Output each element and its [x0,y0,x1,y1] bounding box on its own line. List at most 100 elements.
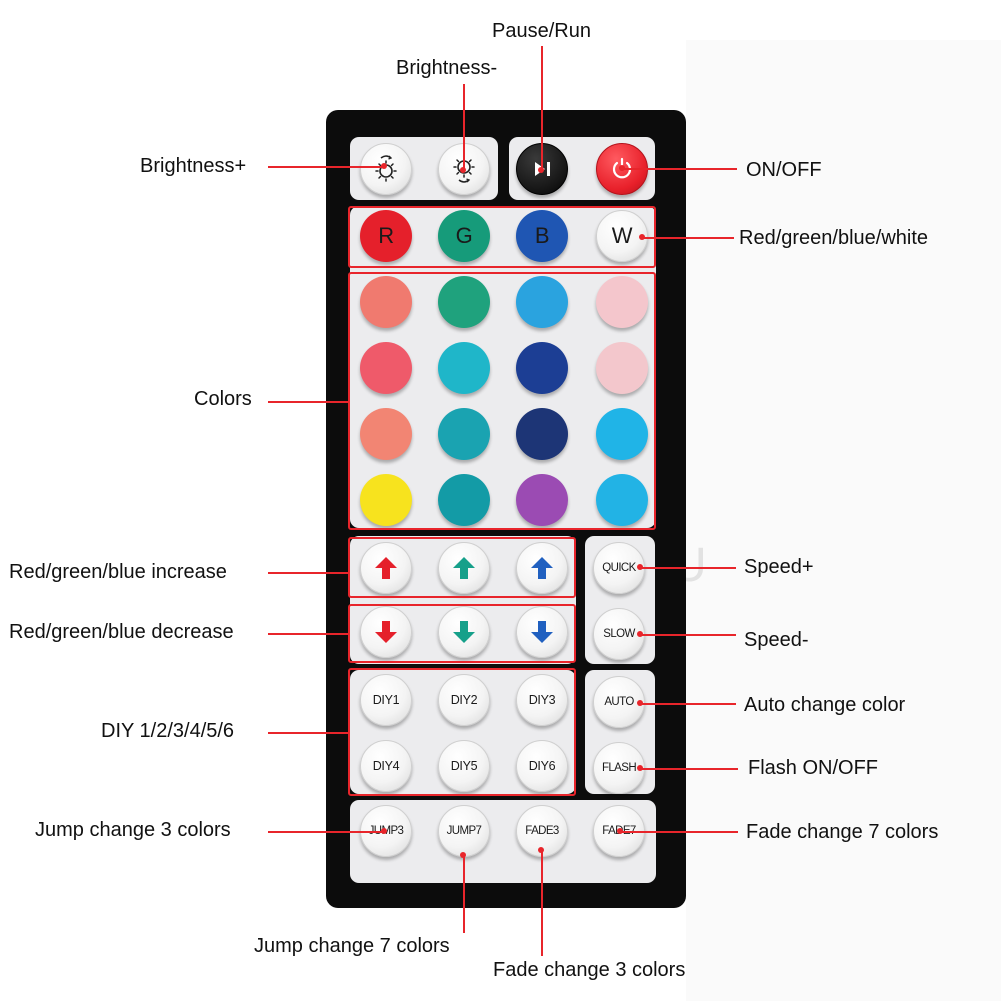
connector-rgbw [642,237,734,239]
label-colors: Colors [194,388,252,410]
connector-brightness-down [463,84,465,170]
connector-dot [637,564,643,570]
arrow-down-icon [375,621,397,643]
connector-flash [640,768,738,770]
color-button-14[interactable] [438,474,490,526]
color-button-13[interactable] [360,474,412,526]
diy2-button[interactable]: DIY2 [438,674,490,726]
increase-highlight-box [348,537,576,598]
color-button-4[interactable] [596,276,648,328]
blue-increase-button[interactable] [516,542,568,594]
connector-dot [619,165,625,171]
diy4-button[interactable]: DIY4 [360,740,412,792]
connector-diy [268,732,350,734]
connector-dot [617,828,623,834]
color-button-6[interactable] [438,342,490,394]
arrow-up-icon [375,557,397,579]
label-jump7: Jump change 7 colors [254,935,450,957]
red-button[interactable]: R [360,210,412,262]
connector-decrease [268,633,350,635]
color-button-5[interactable] [360,342,412,394]
quick-button[interactable]: QUICK [593,542,645,594]
color-button-3[interactable] [516,276,568,328]
red-decrease-button[interactable] [360,606,412,658]
diy5-button[interactable]: DIY5 [438,740,490,792]
label-rgbw: Red/green/blue/white [739,227,929,249]
arrow-up-icon [453,557,475,579]
diy6-button[interactable]: DIY6 [516,740,568,792]
color-button-2[interactable] [438,276,490,328]
diy-highlight-box [348,668,576,796]
color-button-8[interactable] [596,342,648,394]
diy1-button[interactable]: DIY1 [360,674,412,726]
connector-dot [637,631,643,637]
connector-dot [538,167,544,173]
connector-colors [268,401,350,403]
label-on-off: ON/OFF [746,159,822,181]
label-rgb-increase: Red/green/blue increase [9,561,227,583]
connector-dot [637,765,643,771]
sun-up-icon [375,155,397,182]
connector-dot [460,167,466,173]
color-button-11[interactable] [516,408,568,460]
diy3-button[interactable]: DIY3 [516,674,568,726]
label-brightness-up: Brightness+ [140,155,247,177]
connector-auto [640,703,736,705]
blue-decrease-button[interactable] [516,606,568,658]
connector-jump7 [463,855,465,933]
colors-highlight-box [348,272,656,530]
label-rgb-decrease: Red/green/blue decrease [9,621,234,643]
blue-button[interactable]: B [516,210,568,262]
connector-brightness-up [268,166,384,168]
flash-button[interactable]: FLASH [593,742,645,794]
connector-dot [538,847,544,853]
label-speed-down: Speed- [744,629,809,651]
connector-fade7 [620,831,738,833]
background-panel [686,40,1001,1001]
connector-increase [268,572,350,574]
arrow-up-icon [531,557,553,579]
green-button[interactable]: G [438,210,490,262]
color-button-15[interactable] [516,474,568,526]
decrease-highlight-box [348,604,576,663]
arrow-down-icon [453,621,475,643]
green-increase-button[interactable] [438,542,490,594]
label-speed-up: Speed+ [744,556,814,578]
label-fade3: Fade change 3 colors [493,959,686,981]
jump7-button[interactable]: JUMP7 [438,805,490,857]
connector-dot [381,828,387,834]
label-auto-change: Auto change color [744,694,906,716]
connector-pause-run [541,46,543,170]
color-button-12[interactable] [596,408,648,460]
color-button-9[interactable] [360,408,412,460]
label-jump3: Jump change 3 colors [35,819,231,841]
connector-speed-up [640,567,736,569]
label-fade7: Fade change 7 colors [746,821,939,843]
connector-jump3 [268,831,384,833]
label-brightness-down: Brightness- [396,57,498,79]
brightness-up-button[interactable] [360,143,412,195]
red-increase-button[interactable] [360,542,412,594]
label-flash: Flash ON/OFF [748,757,879,779]
connector-speed-down [640,634,736,636]
connector-dot [639,234,645,240]
label-diy: DIY 1/2/3/4/5/6 [101,720,235,742]
slow-button[interactable]: SLOW [593,608,645,660]
color-button-16[interactable] [596,474,648,526]
color-button-10[interactable] [438,408,490,460]
connector-dot [637,700,643,706]
connector-fade3 [541,850,543,956]
color-button-7[interactable] [516,342,568,394]
connector-dot [381,163,387,169]
sun-down-icon [453,156,475,183]
rgbw-highlight-box [348,206,656,268]
label-pause-run: Pause/Run [492,20,591,42]
white-button[interactable]: W [596,210,648,262]
color-button-1[interactable] [360,276,412,328]
auto-button[interactable]: AUTO [593,676,645,728]
connector-dot [460,852,466,858]
connector-on-off [622,168,737,170]
green-decrease-button[interactable] [438,606,490,658]
arrow-down-icon [531,621,553,643]
